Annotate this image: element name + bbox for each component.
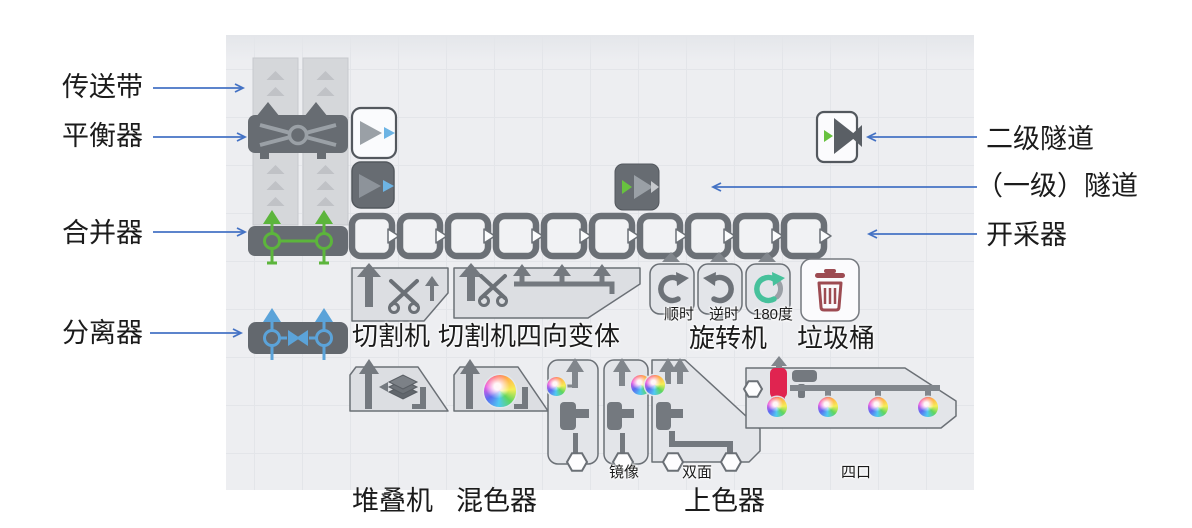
annotation-label-extractor: 开采器 (986, 220, 1067, 250)
merger-building[interactable] (248, 210, 348, 265)
rainbow-color-blob (818, 397, 838, 417)
gray-triangle-icon (634, 175, 653, 199)
annotation-label-conveyor: 传送带 (62, 72, 143, 102)
rainbow-color-blob (547, 377, 566, 396)
annotation-label-tunnel-tier1: （一级）隧道 (976, 171, 1138, 201)
rainbow-color-blob (868, 397, 888, 417)
scissors-icon (388, 279, 420, 314)
annotation-label-mixer: 混色器 (456, 486, 537, 516)
rotator-cw-building[interactable] (649, 252, 695, 320)
extractor-tile[interactable] (592, 216, 639, 256)
gray-left-triangle-icon (850, 125, 862, 147)
up-arrow-icon (613, 358, 631, 372)
hexagon-socket-icon (719, 452, 743, 472)
extractor-tile[interactable] (400, 216, 447, 256)
rotator-ccw-building[interactable] (697, 252, 743, 320)
rainbow-color-blob (645, 375, 665, 395)
game-canvas (226, 35, 974, 490)
left-arrow-icon (379, 382, 388, 392)
extractor-tile[interactable] (736, 216, 783, 256)
game-buildings-layer (248, 57, 957, 472)
label-painter-mirror: 镜像 (609, 464, 640, 481)
label-cutter: 切割机 (352, 321, 431, 351)
paint-sprayer-icon (607, 402, 634, 430)
tunnel-tier1-building[interactable] (614, 163, 660, 211)
small-up-arrow-icon (425, 276, 439, 286)
paint-sprayer-icon (560, 402, 589, 430)
up-arrow-icon (460, 359, 480, 374)
annotation-label-painter: 上色器 (684, 486, 765, 516)
small-blue-triangle-icon (384, 127, 395, 139)
up-arrow-icon (513, 264, 531, 276)
painter-mirror-building[interactable] (603, 358, 649, 472)
extractor-tile[interactable] (352, 216, 399, 256)
painter-building[interactable] (547, 358, 599, 472)
green-triangle-icon (622, 180, 632, 194)
cutter-building[interactable] (351, 263, 449, 322)
tunnel-entrance-button-2[interactable] (351, 161, 395, 209)
annotation-label-stacker: 堆叠机 (352, 486, 433, 516)
cutter-quad-building[interactable] (453, 263, 641, 319)
extractor-tile[interactable] (640, 216, 687, 256)
annotation-label-tunnel-tier2: 二级隧道 (986, 124, 1094, 154)
up-arrow-icon (671, 358, 689, 372)
rainbow-color-blob (767, 397, 787, 417)
paint-sprayer-icon (656, 402, 683, 430)
tunnel-entrance-button[interactable] (350, 106, 398, 160)
stacker-building[interactable] (349, 359, 449, 412)
label-painter-quad: 四口 (841, 464, 872, 481)
painter-double-building[interactable] (651, 358, 761, 472)
splitter-building[interactable] (248, 308, 348, 360)
up-arrow-icon (553, 264, 571, 276)
annotation-label-splitter: 分离器 (62, 318, 143, 348)
up-arrow-icon (771, 356, 787, 366)
scissors-icon (478, 274, 508, 307)
up-arrow-icon (593, 264, 611, 276)
trash-building[interactable] (800, 258, 860, 322)
label-rotator-ccw: 逆时 (709, 306, 740, 323)
small-blue-triangle-icon (383, 180, 394, 192)
green-triangle-icon (824, 130, 833, 142)
rainbow-color-blob (484, 375, 516, 407)
up-arrow-icon (357, 263, 381, 277)
hexagon-socket-icon (742, 380, 764, 398)
rotator-180-building[interactable] (745, 252, 791, 320)
label-cutter-quad: 切割机四向变体 (438, 321, 621, 351)
extractor-tile[interactable] (496, 216, 543, 256)
label-painter-double: 双面 (682, 464, 713, 481)
label-rotator-cw: 顺时 (664, 306, 695, 323)
up-arrow-icon (566, 358, 584, 372)
hexagon-socket-icon (565, 452, 589, 472)
gray-triangle-icon (834, 118, 857, 154)
extractor-tile[interactable] (688, 216, 735, 256)
play-triangle-icon (359, 174, 381, 198)
annotation-label-balancer: 平衡器 (62, 121, 143, 151)
balancer-building[interactable] (248, 102, 348, 159)
rotate-180-icon (754, 272, 785, 304)
rotate-ccw-icon (703, 272, 734, 304)
label-trash: 垃圾桶 (797, 323, 876, 353)
hexagon-socket-icon (611, 452, 635, 472)
hexagon-socket-icon (661, 452, 685, 472)
rainbow-color-blob (918, 397, 938, 417)
rotate-cw-icon (658, 272, 689, 304)
tunnel-tier2-building[interactable] (815, 110, 862, 164)
extractor-tile[interactable] (544, 216, 591, 256)
extractor-tile[interactable] (784, 216, 831, 256)
up-arrow-icon (359, 359, 379, 374)
extractor-row (352, 216, 831, 256)
play-triangle-icon (360, 121, 382, 145)
label-rotator-180: 180度 (753, 306, 794, 323)
painter-quad-building[interactable] (742, 356, 957, 429)
label-rotator: 旋转机 (689, 323, 768, 353)
up-arrow-icon (659, 358, 677, 372)
up-arrow-icon (459, 263, 483, 277)
extractor-tile[interactable] (448, 216, 495, 256)
annotation-label-merger: 合并器 (62, 218, 143, 248)
layers-icon (387, 374, 419, 400)
trash-icon (815, 269, 845, 312)
light-triangle-icon (651, 181, 659, 193)
